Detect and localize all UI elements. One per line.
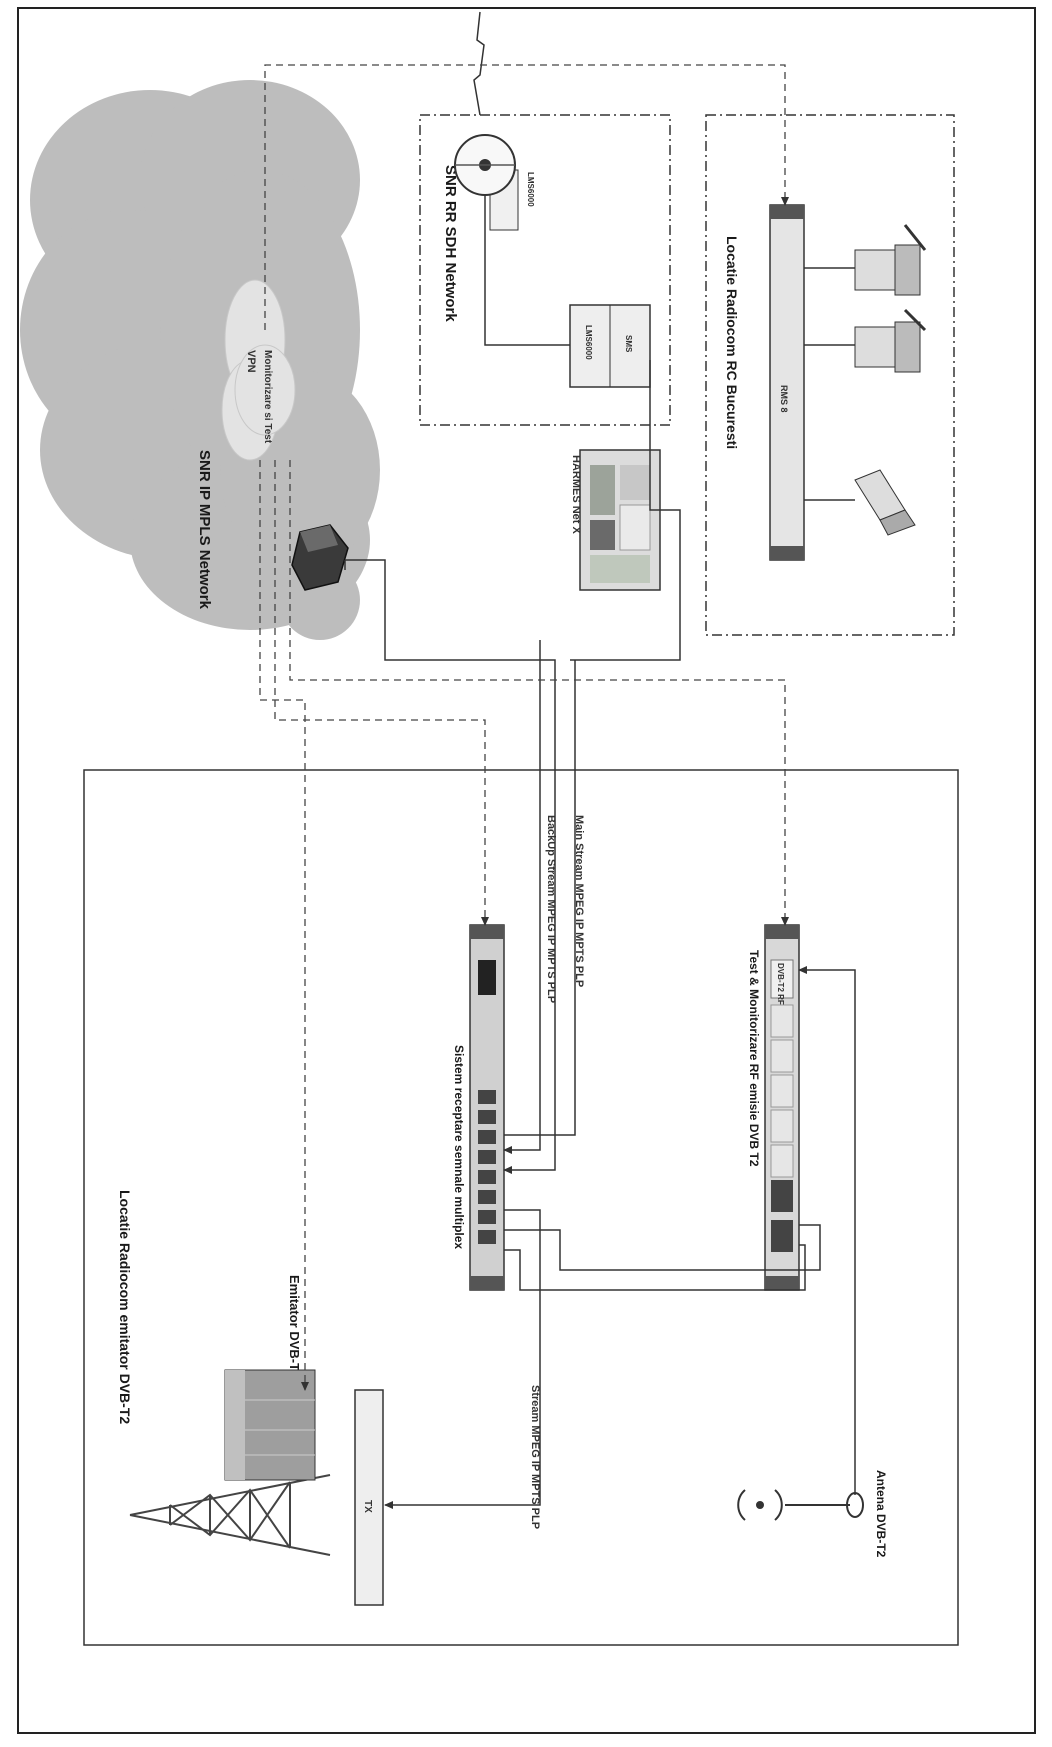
laptop-icon	[854, 469, 916, 536]
sdh-network-title: SNR RR SDH Network	[442, 165, 459, 322]
sdh-device-bottom: SMS	[624, 335, 633, 353]
wireless-link	[473, 11, 485, 116]
stream-backup-label: BackUp Stream MPEG IP MPTS PLP	[545, 815, 557, 1003]
test-device-label: DVB-T2 RF	[776, 963, 785, 1005]
tx-rack	[354, 1389, 384, 1606]
emitter-cabinet	[224, 1369, 316, 1481]
computer-icon-2	[854, 308, 927, 373]
hermes-label: HARMES Net X	[570, 455, 582, 535]
vpn-label: VPN	[245, 350, 257, 373]
tx-label: TX	[362, 1500, 373, 1513]
dish-label: LMS6000	[526, 172, 535, 207]
switch-label: RMS 8	[779, 385, 789, 413]
test-monitoring-rack	[764, 924, 800, 1291]
stream-tx-label: Stream MPEG IP MPTS PLP	[529, 1385, 541, 1529]
emitter-label: Emitator DVB-T2	[287, 1275, 302, 1378]
bucuresti-switch	[769, 204, 805, 561]
bucuresti-box	[705, 114, 955, 636]
vpn-sublabel: Monitorizare si Test	[262, 350, 273, 444]
mpls-network-title: SNR IP MPLS Network	[196, 450, 213, 610]
computer-icon-1	[854, 224, 927, 296]
page-frame	[17, 7, 1036, 1734]
dvbt2-antenna-icon	[737, 1489, 864, 1521]
bucuresti-title: Locatie Radiocom RC Bucuresti	[724, 236, 740, 449]
connections	[344, 360, 856, 1509]
stream-main-label: Main Stream MPEG IP MPTS PLP	[573, 815, 585, 987]
transmitter-site-box	[83, 769, 959, 1646]
antenna-label: Antena DVB-T2	[874, 1470, 888, 1558]
router-icon	[291, 524, 349, 591]
vpn-cloud	[221, 279, 296, 461]
receiver-system-label: Sistem receptare semnale multiplex	[452, 1045, 466, 1249]
receiver-rack	[469, 924, 505, 1291]
transmission-tower-icon	[129, 1474, 331, 1556]
test-system-label: Test & Monitorizare RF emisie DVB T2	[747, 950, 761, 1167]
management-links	[259, 64, 789, 1391]
sdh-device-top: LMS6000	[584, 325, 593, 360]
dish-to-sdh-link	[484, 195, 570, 346]
hermes-equipment	[579, 449, 661, 591]
microwave-dish-icon	[454, 134, 519, 231]
transmitter-site-title: Locatie Radiocom emitator DVB-T2	[117, 1190, 133, 1424]
sdh-network-box	[419, 114, 671, 426]
